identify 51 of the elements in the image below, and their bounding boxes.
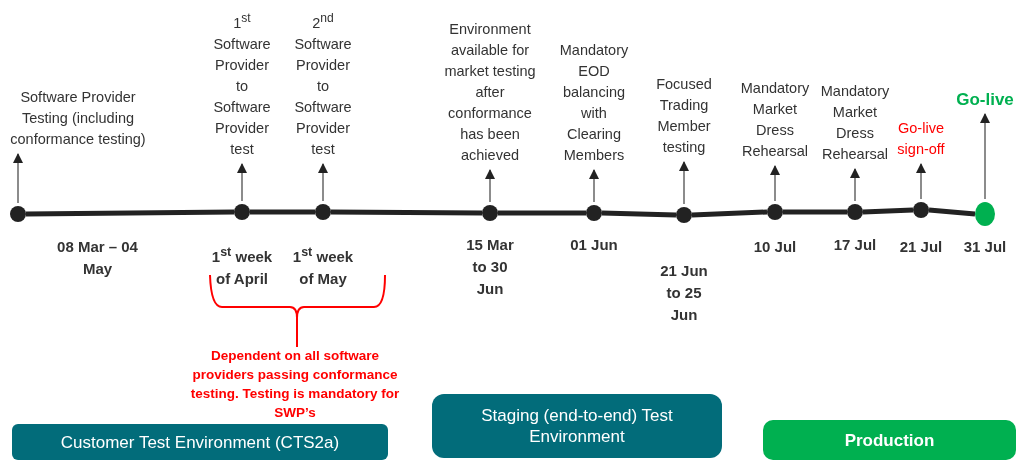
timeline-dot — [482, 205, 498, 221]
date-label: 17 Jul — [832, 235, 878, 255]
timeline-dot — [676, 207, 692, 223]
timeline-line — [691, 209, 768, 218]
date-label: 08 Mar – 04 May — [56, 237, 139, 279]
arrow — [13, 153, 23, 204]
timeline-dot — [767, 204, 783, 220]
date-label: 31 Jul — [962, 237, 1008, 257]
arrow — [770, 165, 780, 202]
date-label: 21 Jul — [898, 237, 944, 257]
date-label: 1$^{st}$ week of May — [291, 244, 355, 289]
arrow — [679, 161, 689, 205]
environment-bar: Customer Test Environment (CTS2a) — [12, 424, 388, 460]
timeline-dot — [234, 204, 250, 220]
arrow — [237, 163, 247, 202]
timeline-dot — [913, 202, 929, 218]
event-label: 2$^{nd}$ Software Provider to Software Provider test — [288, 8, 358, 160]
timeline-line — [498, 210, 586, 216]
environment-bar: Staging (end-to-end) Test Environment — [432, 394, 722, 458]
timeline-line — [928, 207, 976, 217]
environment-bar: Production — [763, 420, 1016, 460]
date-label: 21 Jun to 25 Jun — [659, 261, 709, 325]
timeline-dot — [315, 204, 331, 220]
timeline-dot — [975, 202, 995, 226]
arrow — [318, 163, 328, 202]
arrow — [850, 168, 860, 202]
note-text: Dependent on all software providers passing conformance testing. Testing is mandatory for SWP’s — [189, 347, 401, 422]
timeline-dot — [847, 204, 863, 220]
date-label: 01 Jun — [569, 235, 619, 255]
event-label: Mandatory Market Dress Rehearsal — [734, 78, 816, 162]
timeline-line — [862, 207, 914, 215]
event-label: Software Provider Testing (including conformance testing) — [8, 87, 148, 150]
arrow — [916, 163, 926, 200]
date-label: 15 Mar to 30 Jun — [465, 235, 515, 299]
timeline-line — [331, 209, 482, 216]
event-label: Mandatory EOD balancing with Clearing Members — [553, 40, 635, 166]
arrow — [485, 169, 495, 203]
event-label: Environment available for market testing after conformance has been achieved — [436, 19, 544, 166]
timeline-line — [601, 210, 677, 218]
timeline-line — [783, 209, 847, 215]
arrow — [980, 113, 990, 200]
date-label: 10 Jul — [752, 237, 798, 257]
event-label: Focused Trading Member testing — [648, 74, 720, 158]
timeline-line — [25, 209, 235, 217]
event-label: 1$^{st}$ Software Provider to Software Provider test — [207, 8, 277, 160]
timeline-line — [250, 209, 315, 215]
arrow — [589, 169, 599, 203]
timeline-dot — [586, 205, 602, 221]
timeline-dot — [10, 206, 26, 222]
date-label: 1$^{st}$ week of April — [210, 244, 274, 289]
event-label: Go-live — [950, 89, 1016, 110]
